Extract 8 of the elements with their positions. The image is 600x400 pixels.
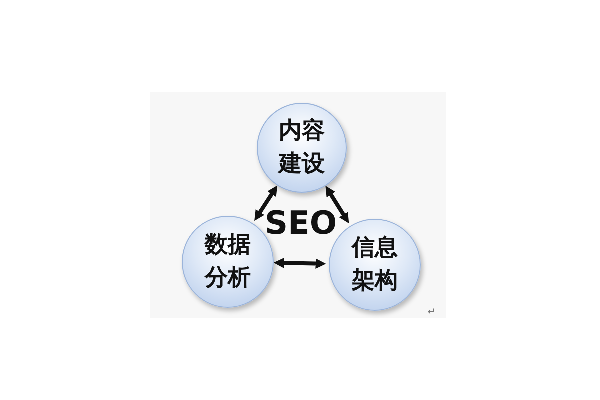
node-label: 数据分析 [204, 230, 252, 293]
node-label: 信息架构 [350, 234, 399, 296]
node-label: 内容建设 [278, 116, 326, 179]
paragraph-mark: ↵ [428, 306, 436, 318]
double-arrow [254, 186, 278, 222]
center-label: SEO [264, 204, 338, 242]
double-arrow [274, 258, 326, 269]
double-arrow [326, 186, 350, 224]
